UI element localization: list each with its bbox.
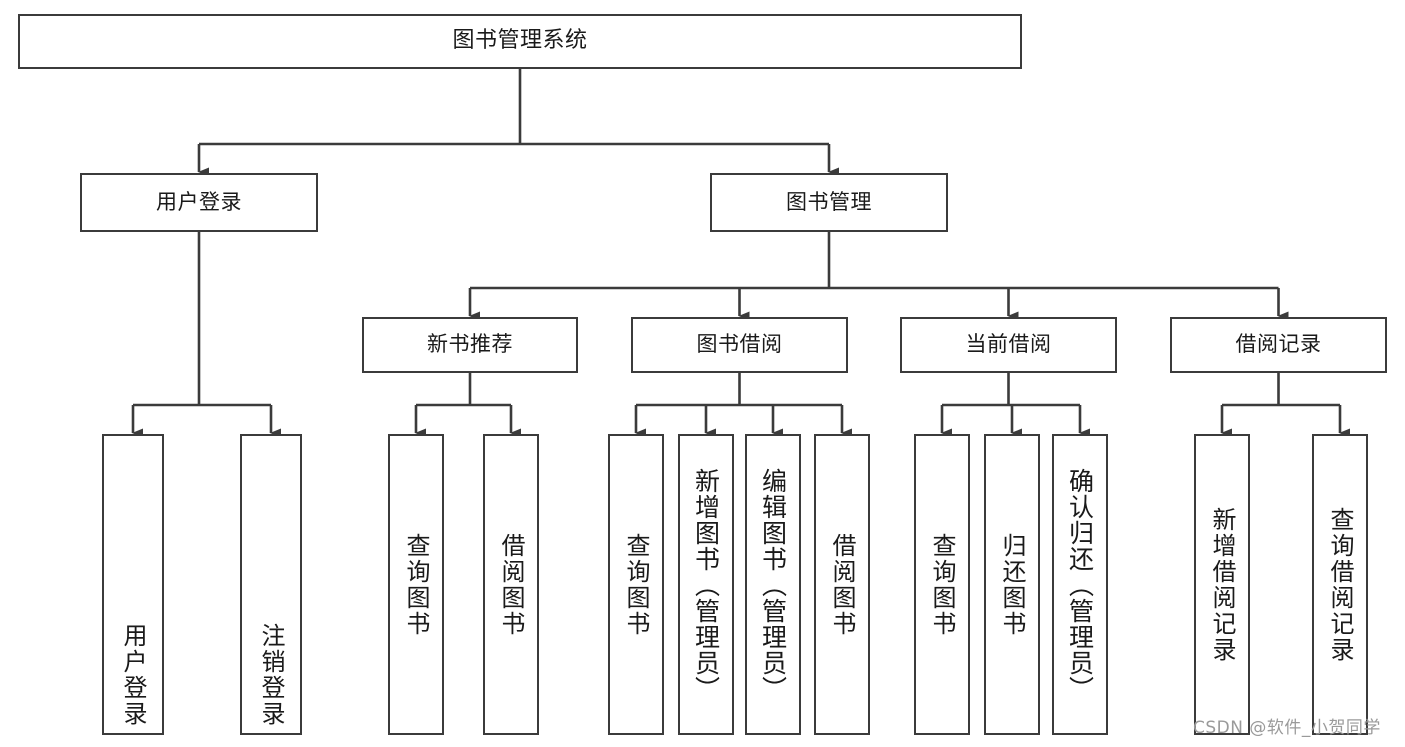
leaf-add-book-admin[interactable]: 新增图书（管理员）: [678, 434, 734, 735]
leaf-borrow-book-2[interactable]: 借阅图书: [814, 434, 870, 735]
node-book-borrowing[interactable]: 图书借阅: [631, 317, 848, 373]
watermark-text: CSDN @软件_小贺同学: [1193, 718, 1381, 738]
node-label: 编辑图书（管理员）: [758, 467, 788, 702]
leaf-query-borrowing-record[interactable]: 查询借阅记录: [1312, 434, 1368, 735]
node-label: 借阅图书: [828, 532, 856, 637]
leaf-query-book-1[interactable]: 查询图书: [388, 434, 444, 735]
leaf-user-login[interactable]: 用户登录: [102, 434, 164, 735]
node-label: 用户登录: [156, 189, 242, 214]
leaf-borrow-book-1[interactable]: 借阅图书: [483, 434, 539, 735]
node-label: 当前借阅: [965, 332, 1052, 357]
node-label: 查询借阅记录: [1326, 506, 1354, 663]
node-label: 注销登录: [257, 623, 285, 727]
leaf-add-borrowing-record[interactable]: 新增借阅记录: [1194, 434, 1250, 735]
node-label: 查询图书: [402, 532, 430, 637]
node-label: 查询图书: [622, 532, 650, 637]
leaf-query-book-2[interactable]: 查询图书: [608, 434, 664, 735]
node-current-borrowing[interactable]: 当前借阅: [900, 317, 1117, 373]
node-label: 图书借阅: [696, 332, 783, 357]
leaf-return-book[interactable]: 归还图书: [984, 434, 1040, 735]
node-label: 图书管理系统: [452, 28, 588, 54]
node-new-book-recommendation[interactable]: 新书推荐: [362, 317, 578, 373]
node-label: 查询图书: [928, 532, 956, 637]
node-borrowing-record[interactable]: 借阅记录: [1170, 317, 1387, 373]
leaf-user-logout[interactable]: 注销登录: [240, 434, 302, 735]
node-user-login[interactable]: 用户登录: [80, 173, 318, 232]
node-label: 确认归还（管理员）: [1065, 467, 1095, 702]
leaf-confirm-return-admin[interactable]: 确认归还（管理员）: [1052, 434, 1108, 735]
node-label: 用户登录: [119, 623, 147, 727]
node-label: 归还图书: [998, 532, 1026, 637]
node-label: 新增图书（管理员）: [691, 467, 721, 702]
node-label: 借阅记录: [1235, 332, 1322, 357]
leaf-query-book-3[interactable]: 查询图书: [914, 434, 970, 735]
node-book-management[interactable]: 图书管理: [710, 173, 948, 232]
node-label: 新增借阅记录: [1208, 506, 1236, 663]
node-label: 借阅图书: [497, 532, 525, 637]
leaf-edit-book-admin[interactable]: 编辑图书（管理员）: [745, 434, 801, 735]
node-label: 图书管理: [786, 189, 872, 214]
node-label: 新书推荐: [427, 332, 513, 357]
node-root-system[interactable]: 图书管理系统: [18, 14, 1022, 69]
